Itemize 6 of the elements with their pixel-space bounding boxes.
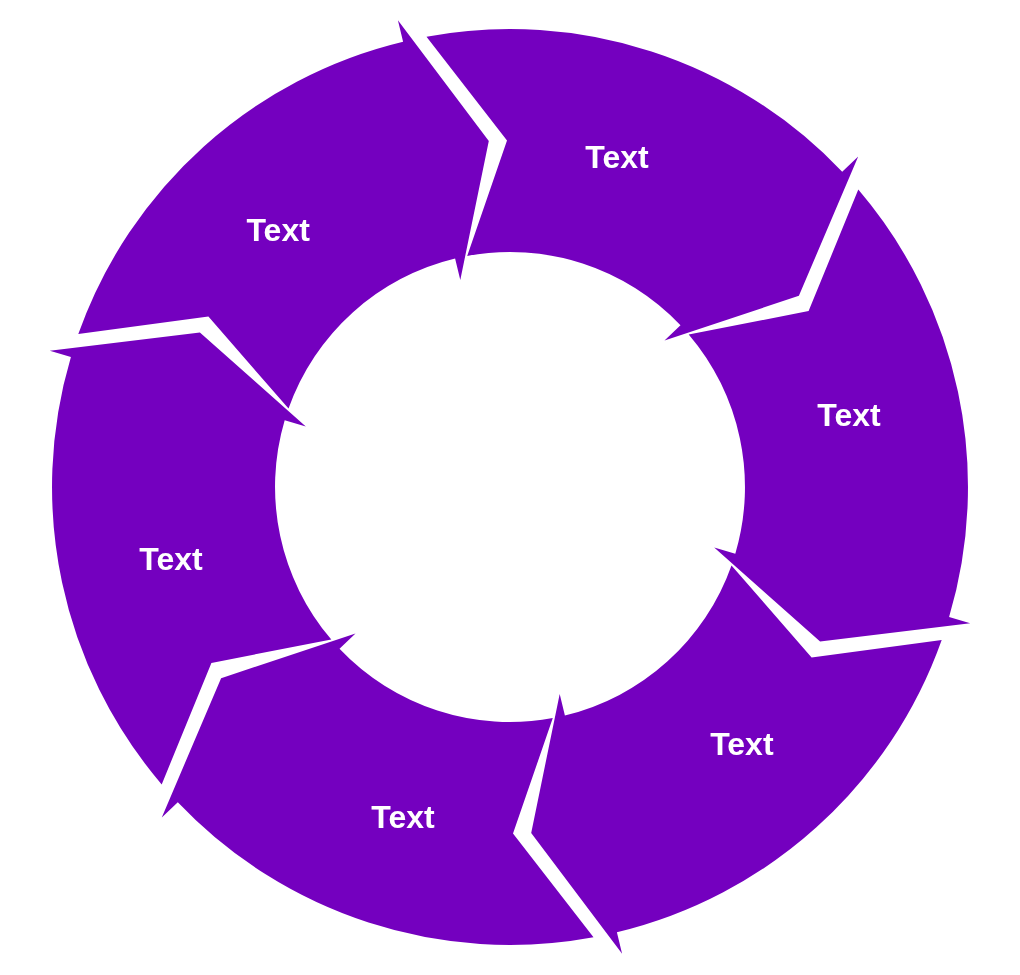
segment-label: Text (371, 798, 435, 836)
segment-label: Text (710, 726, 774, 763)
segment-label: Text (246, 211, 310, 248)
segment-label: Text (817, 396, 881, 434)
segment-label: Text (139, 540, 203, 578)
segment-label: Text (585, 138, 649, 176)
